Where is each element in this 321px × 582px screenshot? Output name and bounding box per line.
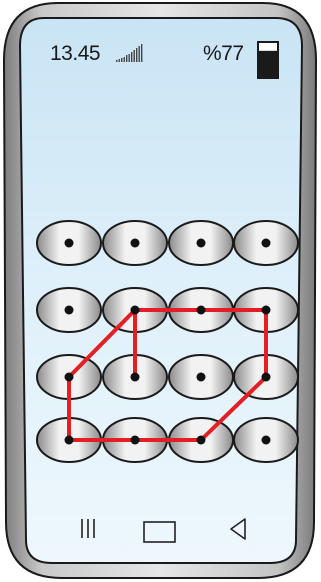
battery-percentage: %77	[203, 42, 244, 65]
pattern-dot-center	[261, 372, 271, 382]
pattern-dot-center	[130, 238, 140, 248]
recents-icon[interactable]	[81, 519, 95, 538]
pattern-dot-center	[261, 435, 271, 445]
battery-icon	[257, 41, 279, 79]
battery-fill	[259, 50, 277, 77]
pattern-dot-center	[261, 305, 271, 315]
pattern-dot-center	[64, 305, 74, 315]
pattern-dot-center	[64, 435, 74, 445]
pattern-dot-center	[130, 435, 140, 445]
pattern-dot-center	[261, 238, 271, 248]
pattern-dot-center	[130, 372, 140, 382]
home-icon[interactable]	[143, 521, 176, 543]
pattern-dot-center	[196, 305, 206, 315]
pattern-path	[67, 308, 268, 442]
pattern-dot-center	[196, 372, 206, 382]
pattern-dot-center	[196, 435, 206, 445]
pattern-dot-center	[196, 238, 206, 248]
pattern-dot-center	[64, 372, 74, 382]
signal-bars-icon	[116, 44, 143, 62]
back-icon[interactable]	[230, 518, 246, 540]
pattern-dot-center	[64, 238, 74, 248]
status-time: 13.45	[50, 42, 101, 65]
pattern-dot-center	[130, 305, 140, 315]
